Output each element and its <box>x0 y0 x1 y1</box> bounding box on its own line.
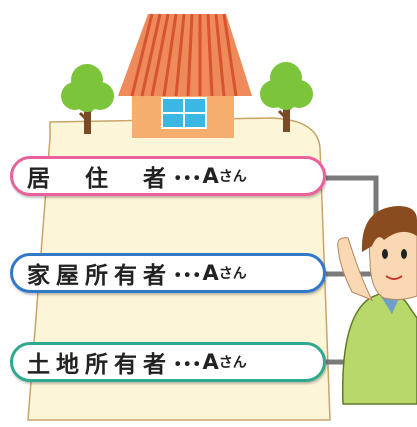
honorific: さん <box>218 169 247 185</box>
resident-label: 居 住 者 ･･･ A さん <box>10 156 326 196</box>
ellipsis: ･･･ <box>172 166 202 192</box>
person-icon <box>337 206 417 405</box>
person-letter: A <box>202 164 219 188</box>
person-letter: A <box>202 261 219 285</box>
tree-left-icon <box>61 64 114 134</box>
house-icon <box>118 13 252 138</box>
resident-label-text: 居 住 者 <box>27 166 172 192</box>
house-owner-label: 家屋所有者 ･･･ A さん <box>10 253 326 293</box>
land-owner-label-text: 土地所有者 <box>27 352 172 378</box>
house-owner-label-text: 家屋所有者 <box>27 263 172 289</box>
person-letter: A <box>202 350 219 374</box>
land-owner-label: 土地所有者 ･･･ A さん <box>10 342 326 382</box>
tree-right-icon <box>260 62 313 132</box>
ellipsis: ･･･ <box>172 263 202 289</box>
honorific: さん <box>218 266 247 282</box>
ellipsis: ･･･ <box>172 352 202 378</box>
honorific: さん <box>218 355 247 371</box>
